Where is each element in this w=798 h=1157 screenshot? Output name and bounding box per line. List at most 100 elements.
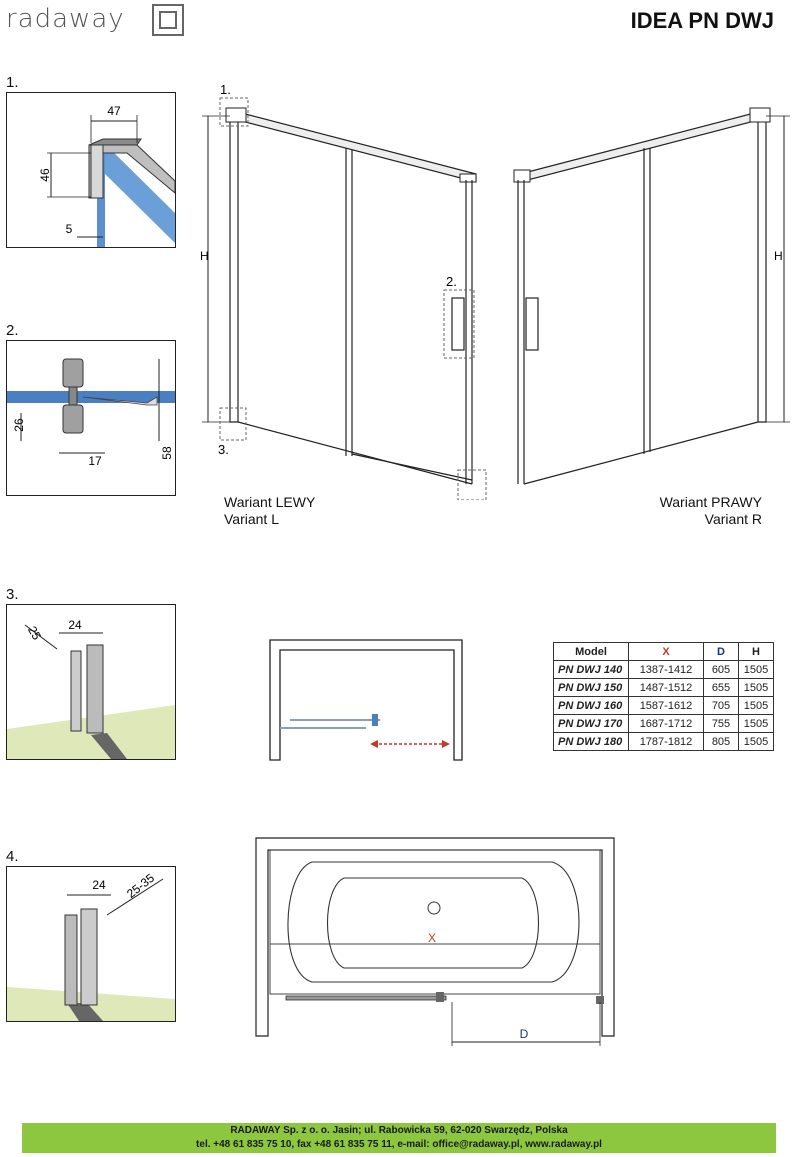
callout-4-box (457, 469, 487, 500)
detail-3-dim-depth: 25 (25, 624, 44, 643)
detail-2-handle-top (62, 358, 84, 388)
table-row: PN DWJ 140 1387-1412 605 1505 (553, 660, 774, 679)
detail-3-dim-width: 24 (68, 618, 82, 632)
detail-4-dim-width: 24 (92, 878, 106, 892)
left-wall-profile (229, 109, 239, 423)
detail-2-glass (7, 391, 175, 403)
brand-logo-inner-icon (159, 11, 177, 29)
bathtub-walls (255, 837, 615, 1037)
callout-3-label: 3. (218, 442, 229, 457)
brand-logo-icon (152, 4, 184, 36)
plan-view-small (269, 639, 463, 761)
detail-1-dim-gap: 5 (66, 222, 73, 236)
detail-2-panel: 26 17 58 (6, 340, 176, 496)
spec-cell-x: 1787-1812 (628, 732, 704, 751)
variant-left-line1: Wariant LEWY (224, 494, 316, 510)
spec-cell-x: 1387-1412 (628, 660, 704, 679)
plan-small-arrowhead-right (442, 740, 450, 748)
spec-cell-d: 705 (703, 696, 739, 715)
spec-cell-model: PN DWJ 150 (553, 678, 629, 697)
spec-table: Model X D H PN DWJ 140 1387-1412 605 150… (553, 642, 774, 751)
spec-cell-d: 605 (703, 660, 739, 679)
variant-right-drawing: H (513, 107, 790, 485)
plan-x-label: X (428, 931, 436, 945)
variant-left-line2: Variant L (224, 511, 279, 527)
left-handle (451, 297, 465, 351)
detail-1-profile-top (88, 138, 142, 146)
spec-cell-h: 1505 (738, 660, 774, 679)
spec-cell-d: 805 (703, 732, 739, 751)
table-row: PN DWJ 170 1687-1712 755 1505 (553, 714, 774, 733)
spec-cell-model: PN DWJ 180 (553, 732, 629, 751)
table-row: PN DWJ 180 1787-1812 805 1505 (553, 732, 774, 751)
bathtub-rim (269, 849, 601, 995)
detail-1-drawing: 47 46 5 (38, 104, 175, 247)
detail-1-panel: 47 46 5 (6, 92, 176, 248)
detail-1-profile-side (90, 144, 104, 199)
right-bottom-line (523, 421, 759, 485)
spec-cell-model: PN DWJ 140 (553, 660, 629, 679)
detail-1-number: 1. (6, 74, 19, 91)
plan-small-walls (269, 639, 463, 761)
detail-3-dim-line (24, 624, 58, 650)
variant-left-caption: Wariant LEWY Variant L (224, 494, 315, 528)
bathtub-door-glass (285, 995, 447, 1001)
right-top-rail (519, 109, 767, 183)
left-bottom-line (237, 421, 473, 485)
detail-3-profile-a (70, 650, 82, 732)
bathtub-plan: X D (255, 837, 615, 1046)
spec-cell-h: 1505 (738, 732, 774, 751)
company-footer: RADAWAY Sp. z o. o. Jasin; ul. Rabowicka… (22, 1123, 776, 1153)
detail-2-key (82, 396, 158, 406)
detail-4-number: 4. (6, 848, 19, 865)
right-handle (525, 297, 539, 351)
variant-left-drawing: H 1. 2. 3. 4. (200, 82, 487, 500)
bathtub-inner-basin (327, 877, 539, 969)
spec-cell-h: 1505 (738, 714, 774, 733)
detail-1-glass (102, 141, 175, 243)
detail-2-handle-bottom (62, 404, 84, 434)
detail-4-panel: 24 25-35 (6, 866, 176, 1022)
detail-3-drawing: 25 24 (7, 618, 175, 759)
right-top-end (513, 169, 531, 183)
spec-header-h: H (738, 642, 774, 661)
right-height-label: H (774, 249, 783, 263)
left-top-cap (225, 107, 247, 123)
callout-2-box (443, 289, 475, 359)
spec-header-d: D (703, 642, 739, 661)
spec-header-x: X (628, 642, 704, 661)
spec-cell-d: 755 (703, 714, 739, 733)
detail-4-dim-line (106, 878, 164, 916)
detail-4-profile-a (64, 914, 78, 1006)
bathtub-outer-basin (287, 861, 580, 983)
right-wall-profile (757, 109, 767, 423)
spec-cell-x: 1487-1512 (628, 678, 704, 697)
spec-header-model: Model (553, 642, 629, 661)
spec-cell-h: 1505 (738, 696, 774, 715)
variant-right-caption: Wariant PRAWY Variant R (600, 494, 762, 528)
detail-2-handle-bar (68, 386, 78, 406)
left-top-end (459, 173, 477, 183)
detail-2-dim-height: 26 (12, 418, 26, 432)
detail-4-drawing: 24 25-35 (7, 871, 175, 1021)
plan-small-arrowhead-left (370, 740, 378, 748)
bathtub-door-handle (436, 992, 444, 1002)
spec-cell-x: 1687-1712 (628, 714, 704, 733)
bathtub-drain-icon (427, 901, 441, 915)
page-title: IDEA PN DWJ (630, 8, 774, 33)
footer-contact: tel. +48 61 835 75 10, fax +48 61 835 75… (196, 1139, 602, 1150)
variant-right-line1: Wariant PRAWY (659, 494, 762, 510)
plan-d-label: D (520, 1027, 529, 1041)
table-row: PN DWJ 150 1487-1512 655 1505 (553, 678, 774, 697)
spec-cell-x: 1587-1612 (628, 696, 704, 715)
left-bottom-rail (351, 453, 473, 481)
callout-3-box (219, 407, 247, 441)
detail-3-number: 3. (6, 586, 19, 603)
variant-right-line2: Variant R (704, 511, 762, 527)
detail-4-wall-edge (67, 1003, 103, 1021)
bathtub-door-stop (596, 996, 604, 1004)
brand-logo-text: radaway (6, 4, 125, 34)
spec-table-wrap: Model X D H PN DWJ 140 1387-1412 605 150… (553, 642, 774, 751)
spec-cell-model: PN DWJ 160 (553, 696, 629, 715)
plan-small-handle (372, 714, 378, 726)
